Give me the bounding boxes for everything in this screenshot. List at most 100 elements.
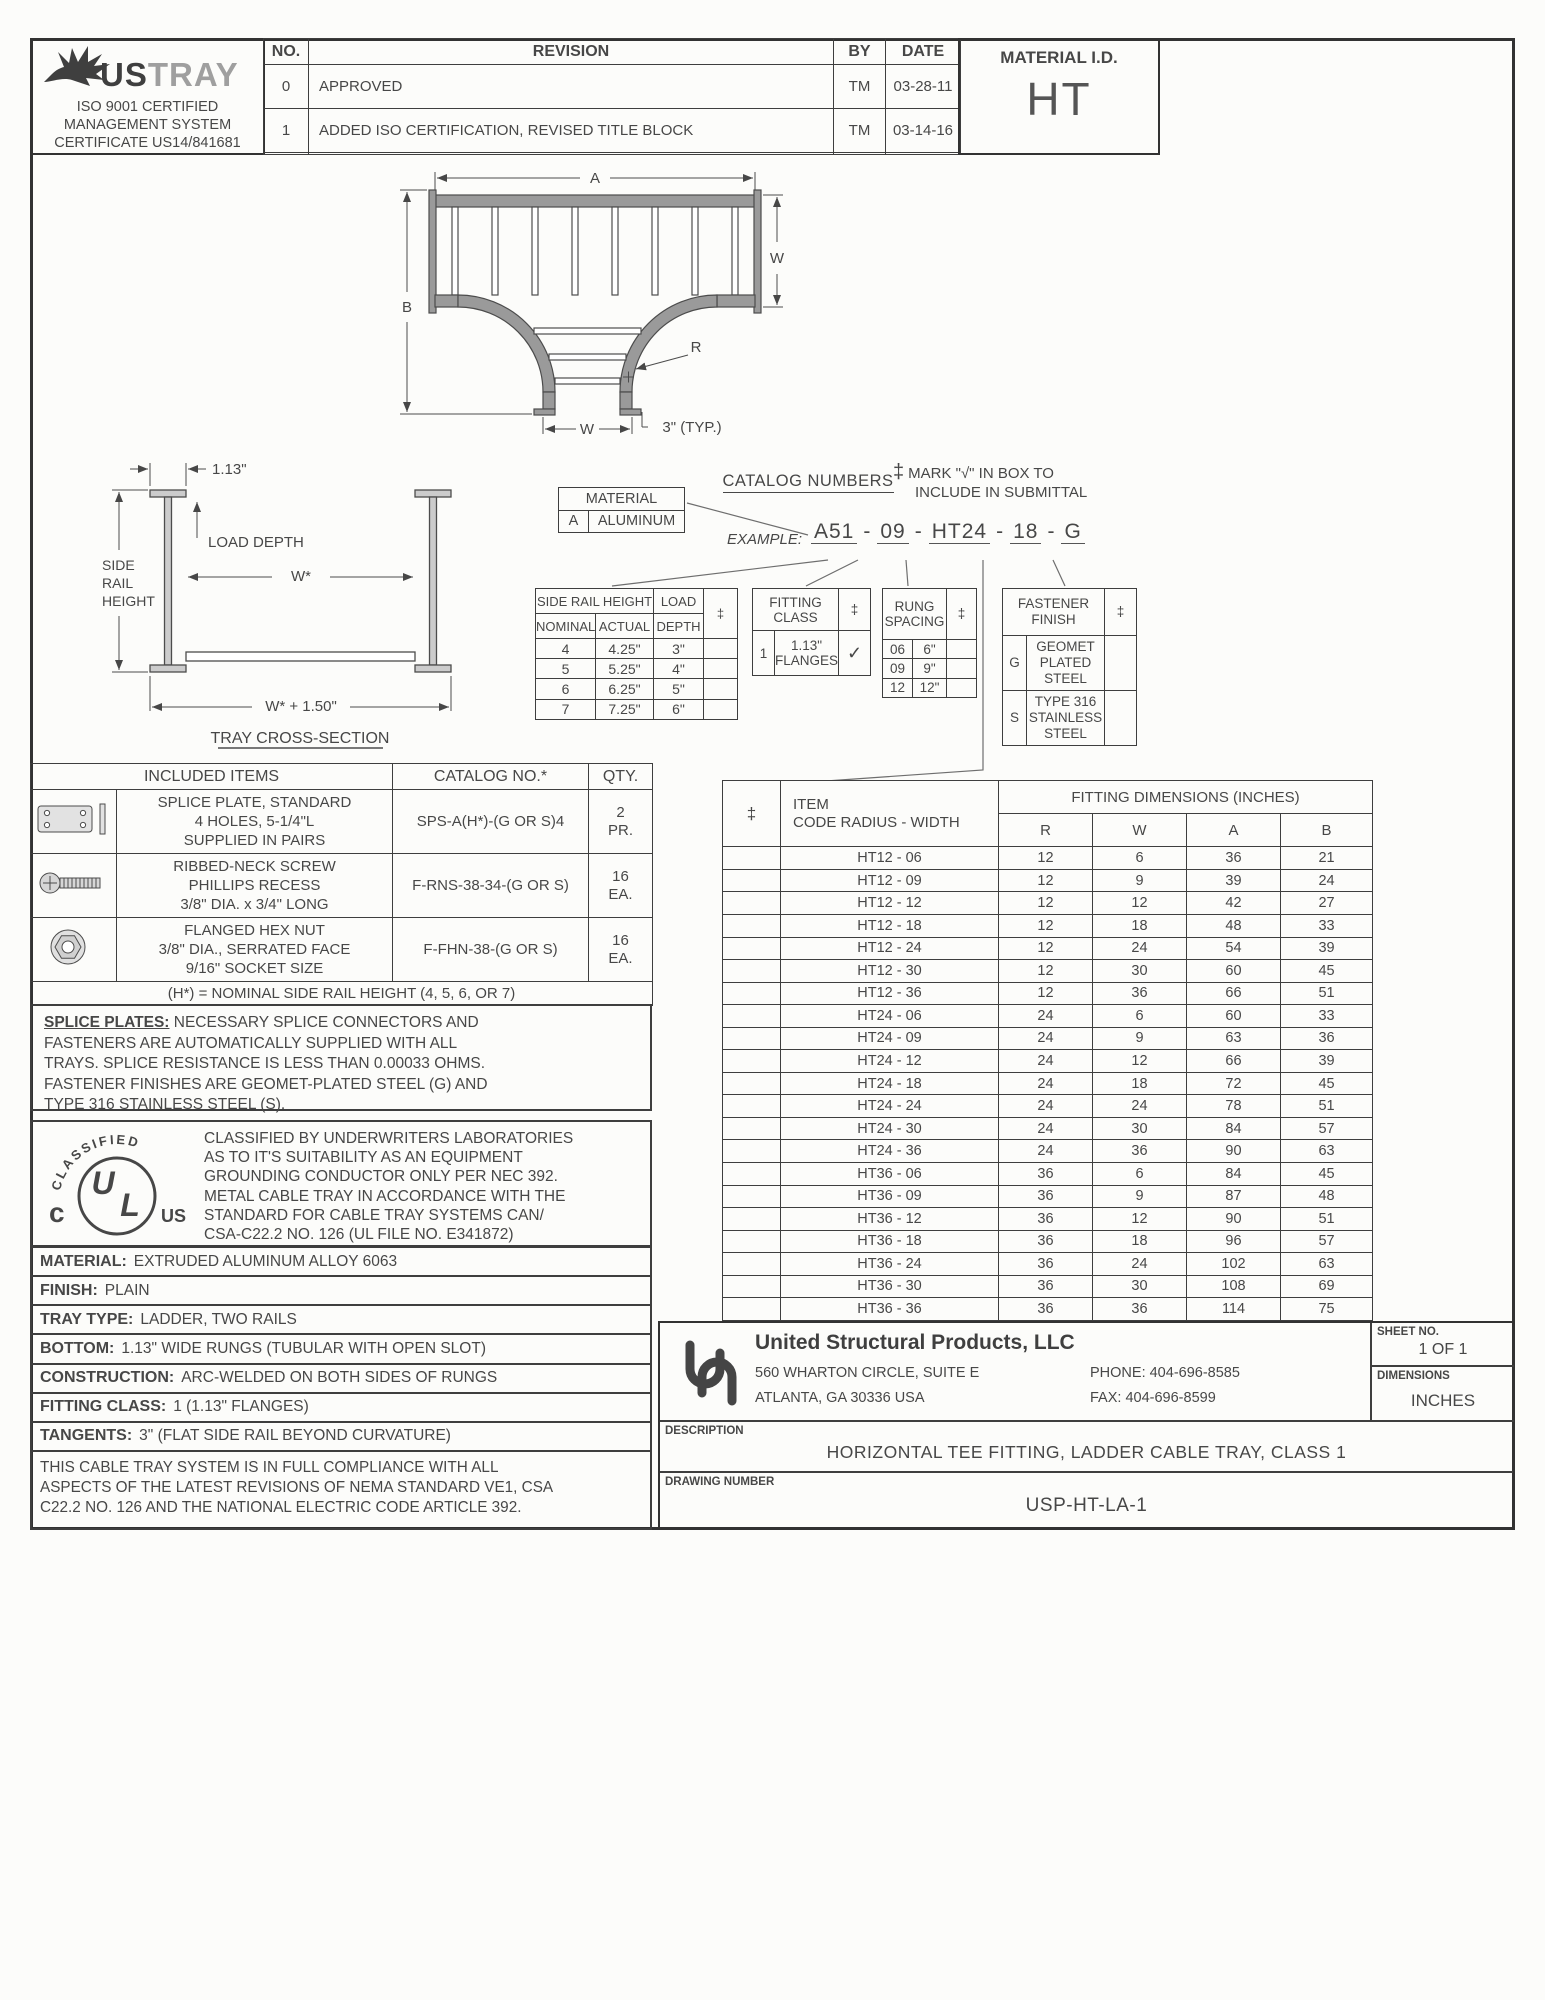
spec-row: TRAY TYPE: LADDER, TWO RAILS	[32, 1306, 650, 1336]
col-revision: REVISION	[308, 38, 834, 65]
screw-icon	[39, 872, 100, 894]
fastener-finish-row: G GEOMET PLATED STEEL	[1002, 635, 1138, 692]
spec-value: 3" (FLAT SIDE RAIL BEYOND CURVATURE)	[139, 1427, 451, 1445]
dims-row: HT12 - 24 12 24 54 39	[722, 936, 1374, 961]
spec-row: BOTTOM: 1.13" WIDE RUNGS (TUBULAR WITH O…	[32, 1335, 650, 1365]
revision-row-empty	[263, 151, 961, 156]
flange-dim-label: 1.13"	[212, 461, 247, 478]
submittal-checkbox	[722, 1161, 781, 1186]
usp-logo	[685, 1340, 737, 1406]
brand-logo-us: US	[100, 56, 148, 93]
splice-plate-icon	[37, 803, 105, 835]
splice-plates-title: SPLICE PLATES:	[44, 1014, 170, 1031]
compliance-note: THIS CABLE TRAY SYSTEM IS IN FULL COMPLI…	[30, 1450, 652, 1530]
item-code: HT36 - 36	[780, 1297, 999, 1321]
included-items-table: INCLUDED ITEMS CATALOG NO.* QTY.	[30, 763, 653, 1006]
submittal-checkbox	[722, 891, 781, 915]
submittal-checkbox	[722, 1207, 781, 1231]
description-value: HORIZONTAL TEE FITTING, LADDER CABLE TRA…	[826, 1442, 1347, 1462]
submittal-checkbox	[722, 1184, 781, 1209]
sheet-number-cell: SHEET NO. 1 OF 1	[1372, 1323, 1514, 1367]
drawing-number-label: DRAWING NUMBER	[665, 1476, 775, 1488]
spec-label: FITTING CLASS:	[40, 1398, 167, 1416]
submittal-checkbox	[722, 1094, 781, 1118]
dims-header-row-2: R W A B	[723, 813, 1374, 848]
load-depth-label: LOAD DEPTH	[208, 534, 304, 551]
material-id-label: MATERIAL I.D.	[1000, 48, 1118, 67]
item-code: HT12 - 06	[780, 846, 999, 870]
dims-row: HT12 - 09 12 9 39 24	[722, 868, 1374, 893]
submittal-checkbox	[722, 1297, 781, 1321]
dims-row: HT36 - 36 36 36 114 75	[722, 1297, 1374, 1321]
dims-row: HT24 - 06 24 6 60 33	[722, 1004, 1374, 1028]
item-code: HT12 - 24	[780, 936, 999, 961]
submittal-checkbox	[722, 1071, 781, 1096]
dims-row: HT36 - 06 36 6 84 45	[722, 1161, 1374, 1186]
submittal-checkbox	[946, 638, 978, 660]
submittal-checkbox	[722, 846, 781, 870]
submittal-checkbox	[946, 677, 978, 699]
revision-row: 0 APPROVED TM 03-28-11	[263, 64, 961, 109]
w-star-label: W*	[291, 568, 311, 585]
item-code: HT12 - 36	[780, 981, 999, 1006]
included-item-row: SPLICE PLATE, STANDARD 4 HOLES, 5-1/4"L …	[30, 789, 653, 854]
double-dagger-icon: ‡	[703, 587, 739, 640]
item-code: HT12 - 09	[780, 868, 999, 893]
item-code: HT24 - 18	[780, 1071, 999, 1096]
double-dagger-icon: ‡	[722, 779, 781, 848]
submittal-note: ‡MARK "√" IN BOX TO INCLUDE IN SUBMITTAL	[893, 461, 1088, 501]
fitting-class-header: FITTING CLASS	[752, 588, 839, 631]
example-label: EXAMPLE:	[727, 531, 803, 548]
rail-height-note-row: (H*) = NOMINAL SIDE RAIL HEIGHT (4, 5, 6…	[30, 981, 653, 1006]
dims-row: HT36 - 12 36 12 90 51	[722, 1207, 1374, 1231]
title-block: United Structural Products, LLC 560 WHAR…	[658, 1321, 1515, 1530]
spec-label: MATERIAL:	[40, 1252, 127, 1270]
side-rail-row: 7 7.25" 6"	[535, 698, 739, 721]
dims-row: HT12 - 06 12 6 36 21	[722, 846, 1374, 870]
item-code: HT36 - 12	[780, 1207, 999, 1231]
catalog-numbers-title: CATALOG NUMBERS	[713, 472, 903, 493]
item-code: HT36 - 24	[780, 1252, 999, 1276]
material-code-table: MATERIAL A ALUMINUM	[558, 487, 685, 533]
side-rail-row: 4 4.25" 3"	[535, 638, 739, 660]
submittal-checkbox	[722, 959, 781, 983]
spec-label: FINISH:	[40, 1281, 98, 1299]
spec-label: BOTTOM:	[40, 1339, 115, 1357]
dims-row: HT12 - 36 12 36 66 51	[722, 981, 1374, 1006]
item-code: HT24 - 12	[780, 1049, 999, 1073]
fastener-finish-row: S TYPE 316 STAINLESS STEEL	[1002, 690, 1138, 746]
dimensions-value: INCHES	[1410, 1391, 1476, 1410]
fitting-dimensions-table: ‡ ITEM CODE RADIUS - WIDTH FITTING DIMEN…	[722, 779, 1374, 1321]
item-code: HT24 - 24	[780, 1094, 999, 1118]
submittal-checkbox	[722, 1139, 781, 1163]
side-rail-height-label: SIDE	[102, 557, 135, 573]
sheet-number-label: SHEET NO.	[1377, 1326, 1439, 1338]
svg-text:U: U	[91, 1165, 115, 1201]
brand-logo: USTRAY	[100, 56, 239, 94]
submittal-checkbox	[722, 1004, 781, 1028]
ul-classified-logo: CLASSIFIED U L c US	[48, 1132, 186, 1236]
dims-row: HT24 - 09 24 9 63 36	[722, 1026, 1374, 1051]
company-name: United Structural Products, LLC	[755, 1331, 1075, 1354]
rung-spacing-header: RUNG SPACING	[881, 588, 948, 640]
dims-row: HT36 - 30 36 30 108 69	[722, 1274, 1374, 1299]
spec-value: 1 (1.13" FLANGES)	[173, 1398, 309, 1416]
dims-row: HT36 - 09 36 9 87 48	[722, 1184, 1374, 1209]
dim-typ-label: 3" (TYP.)	[662, 419, 721, 436]
dim-b-label: B	[402, 299, 412, 316]
spec-row: FINISH: PLAIN	[32, 1277, 650, 1307]
submittal-checkbox	[722, 913, 781, 938]
side-rail-row: 6 6.25" 5"	[535, 678, 739, 700]
submittal-checkbox	[703, 678, 739, 700]
svg-text:c: c	[49, 1197, 65, 1228]
ul-classification-block: CLASSIFIED U L c US CLASSIFIED BY UNDERW…	[30, 1120, 652, 1247]
item-code: HT24 - 36	[780, 1139, 999, 1163]
included-item-row: RIBBED-NECK SCREW PHILLIPS RECESS 3/8" D…	[30, 853, 653, 918]
dims-row: HT24 - 24 24 24 78 51	[722, 1094, 1374, 1118]
item-code: HT36 - 09	[780, 1184, 999, 1209]
submittal-checkbox	[946, 658, 978, 679]
item-code-header: ITEM CODE RADIUS - WIDTH	[780, 779, 999, 848]
spec-list: MATERIAL: EXTRUDED ALUMINUM ALLOY 6063 F…	[30, 1246, 652, 1452]
submittal-checkbox	[722, 1049, 781, 1073]
cross-section-drawing: 1.13" LOAD DEPTH SIDE RAIL HEIGHT W* W* …	[102, 461, 452, 749]
